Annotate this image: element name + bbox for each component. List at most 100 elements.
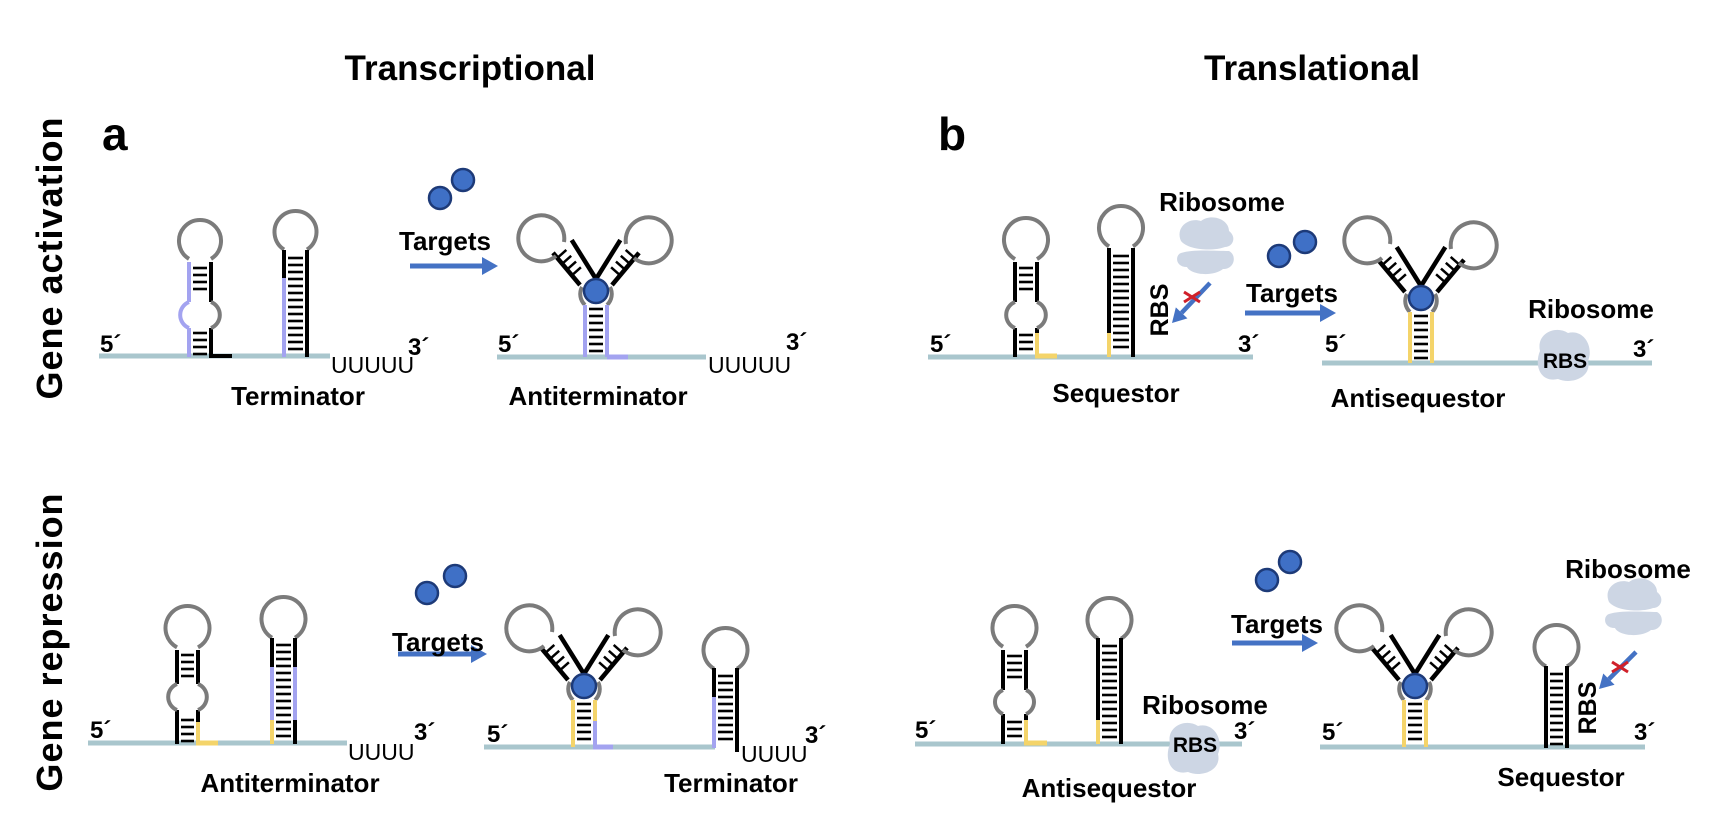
internal-loop-right: [1036, 300, 1048, 330]
base-pair: [1385, 655, 1396, 666]
target-molecule: [450, 167, 476, 193]
target-molecule: [1254, 567, 1280, 593]
base-pairs: [1019, 333, 1033, 351]
structure-label-antiterminator: Antiterminator: [200, 768, 379, 798]
bound-target-molecule: [1407, 284, 1435, 312]
ribosome-icon: [1177, 217, 1234, 275]
five-prime-end: 5´: [1322, 719, 1343, 746]
internal-loop-left: [1004, 300, 1016, 330]
base-pairs: [1102, 644, 1117, 739]
base-pair: [1391, 267, 1402, 278]
base-pair: [1435, 273, 1446, 284]
three-prime-end: 3´: [1633, 336, 1654, 363]
base-pairs: [276, 643, 291, 738]
bound-target-molecule: [570, 672, 598, 700]
ribosome-label: Ribosome: [1528, 294, 1654, 324]
y-arm-strand: [1388, 633, 1417, 676]
base-pairs: [193, 331, 207, 356]
five-prime-end: 5´: [90, 717, 111, 744]
arrow-head: [482, 257, 498, 275]
arrow-head: [1320, 304, 1336, 322]
three-prime-end: 3´: [408, 334, 429, 361]
hairpin-loop: [1342, 215, 1393, 266]
hairpin-loop: [1334, 603, 1385, 654]
base-pair: [559, 661, 570, 672]
base-pairs: [181, 718, 194, 743]
ribosome-small-subunit: [1177, 250, 1234, 275]
arrow-head: [1599, 673, 1615, 689]
base-pairs: [1550, 672, 1563, 746]
rbs-label: RBS: [1543, 350, 1587, 373]
base-pair: [561, 254, 573, 265]
hairpin-loop: [259, 595, 308, 640]
internal-loop-left: [993, 688, 1004, 716]
internal-loop-right: [210, 300, 222, 330]
y-arm-strand: [1419, 245, 1448, 288]
uracil-tail: UUUU: [348, 739, 414, 765]
base-pair: [566, 260, 577, 271]
ribosome-icon: [1605, 578, 1662, 636]
base-pair: [1375, 644, 1387, 654]
targets-label: Targets: [1231, 609, 1323, 639]
base-pair: [1444, 261, 1456, 272]
base-pairs: [718, 674, 733, 741]
targets-label: Targets: [392, 627, 484, 657]
stem-base-pairs: [1414, 314, 1428, 360]
base-pair: [612, 644, 624, 654]
hairpin-loop: [623, 215, 674, 266]
base-pair: [615, 260, 626, 271]
five-prime-end: 5´: [1325, 331, 1346, 358]
hairpin-loop: [516, 213, 567, 264]
reaction-arrow: [1232, 634, 1318, 652]
base-pair: [1386, 261, 1398, 272]
hairpin-loop: [1085, 596, 1134, 641]
uracil-tail: UUUUU: [331, 352, 414, 378]
y-arm-strand: [1413, 633, 1442, 676]
y-arm-strand: [1394, 245, 1423, 288]
hairpin-loop: [177, 218, 223, 261]
hairpin-loop: [163, 604, 212, 650]
five-prime-end: 5´: [487, 721, 508, 748]
y-arm-strand: [557, 633, 586, 676]
internal-loop-left: [178, 300, 190, 330]
junction-loop: [566, 681, 575, 702]
panel-letter-a: a: [102, 108, 128, 160]
junction-loop: [1397, 681, 1406, 702]
base-pairs: [181, 653, 194, 678]
block-cross-icon: [1611, 660, 1629, 674]
structure-label-antiterminator: Antiterminator: [508, 381, 687, 411]
internal-loop-right: [1025, 688, 1036, 716]
hairpin-loop: [701, 626, 750, 671]
five-prime-end: 5´: [915, 717, 936, 744]
junction-loop: [1403, 293, 1412, 314]
junction-loop: [1424, 681, 1433, 702]
blocked-binding-arrow: [1172, 281, 1212, 323]
reaction-arrow: [410, 257, 498, 275]
base-pair: [603, 655, 614, 666]
ribosome-large-subunit: [1607, 578, 1662, 611]
structure-label-sequestor: Sequestor: [1497, 762, 1624, 792]
base-pairs: [1007, 720, 1022, 738]
five-prime-end: 5´: [498, 331, 519, 358]
three-prime-end: 3´: [786, 329, 807, 356]
base-pair: [1434, 655, 1445, 666]
targets-label: Targets: [399, 226, 491, 256]
structure-label-terminator: Terminator: [231, 381, 365, 411]
panel-a-repression: 5´ UUUU 3´ Antiterminator Targets 5´ UUU…: [90, 627, 826, 798]
target-molecule: [442, 563, 468, 589]
base-pair: [1440, 267, 1451, 278]
junction-loop: [593, 681, 602, 702]
ribosome-on-rbs-icon: [1167, 722, 1220, 774]
uracil-tail: UUUUU: [708, 352, 791, 378]
base-pair: [571, 266, 582, 277]
base-pair: [607, 649, 619, 660]
target-bound-y-structure: [1342, 215, 1499, 314]
column-title-translational: Translational: [1204, 49, 1420, 88]
ribosome-small-subunit: [1605, 611, 1662, 636]
target-molecule: [1277, 549, 1303, 575]
five-prime-end: 5´: [930, 331, 951, 358]
base-pair: [1443, 644, 1455, 654]
base-pair: [1429, 661, 1440, 672]
base-pair: [610, 266, 621, 277]
